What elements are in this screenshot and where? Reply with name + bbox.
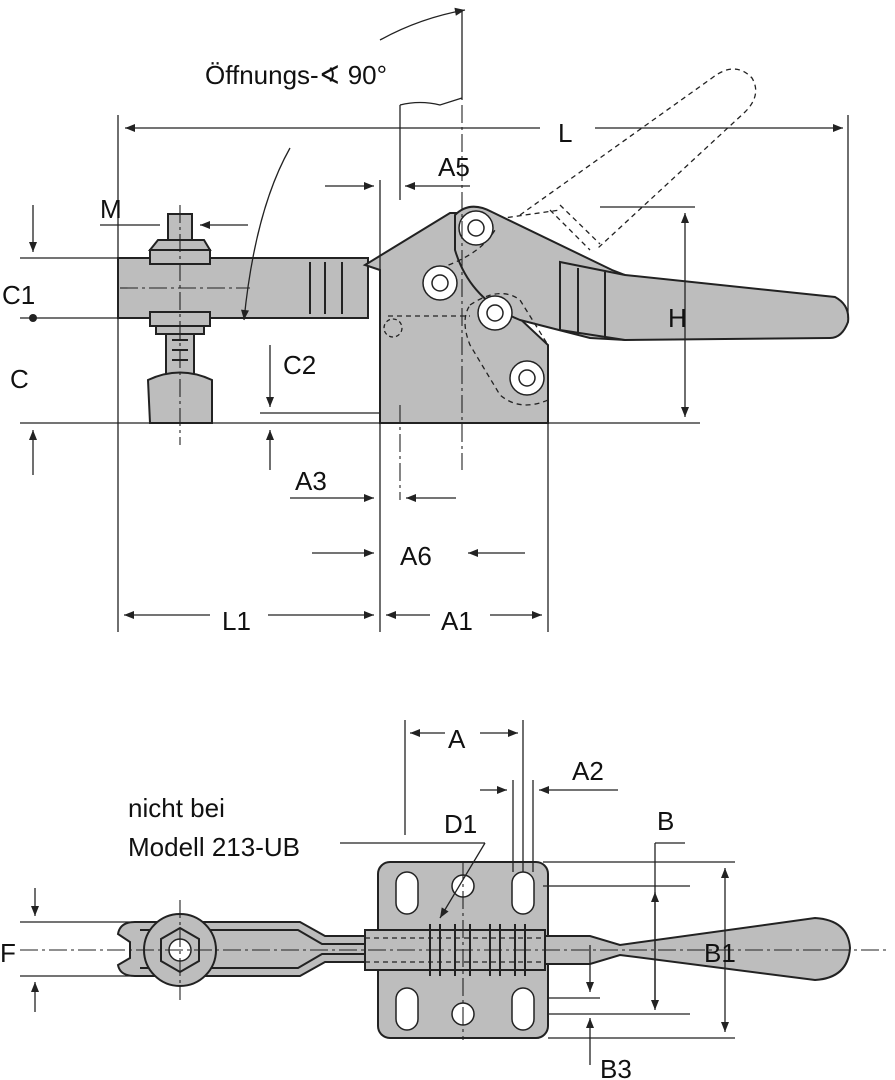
dim-label-H: H: [668, 303, 687, 333]
dim-label-F: F: [0, 938, 16, 968]
handle-open-position: [489, 68, 757, 251]
dim-label-C2: C2: [283, 350, 316, 380]
dim-label-A6: A6: [400, 541, 432, 571]
dim-label-C: C: [10, 364, 29, 394]
dim-label-C1: C1: [2, 280, 35, 310]
dim-label-L1: L1: [222, 606, 251, 636]
dim-label-A5: A5: [438, 152, 470, 182]
note-line-1: nicht bei: [128, 793, 225, 823]
dim-label-L: L: [558, 118, 572, 148]
dim-label-A: A: [448, 724, 466, 754]
handle-closed: [559, 260, 850, 342]
note-line-2: Modell 213-UB: [128, 832, 300, 862]
top-view: A A2 nicht bei Modell 213-UB D1 B F B1 B…: [0, 720, 890, 1080]
dim-label-A2: A2: [572, 756, 604, 786]
dim-label-D1: D1: [444, 809, 477, 839]
dim-label-A3: A3: [295, 466, 327, 496]
dim-label-B1: B1: [704, 938, 736, 968]
dim-label-M: M: [100, 194, 122, 224]
dim-label-B3: B3: [600, 1054, 632, 1080]
handle-top-view: [544, 916, 852, 982]
side-view: Öffnungs-∢ 90° L M A5 C1 C C2 H A3 A6 L1…: [2, 7, 850, 636]
dim-label-A1: A1: [441, 606, 473, 636]
opening-angle-label: Öffnungs-∢ 90°: [205, 60, 387, 90]
dim-label-B: B: [657, 806, 674, 836]
